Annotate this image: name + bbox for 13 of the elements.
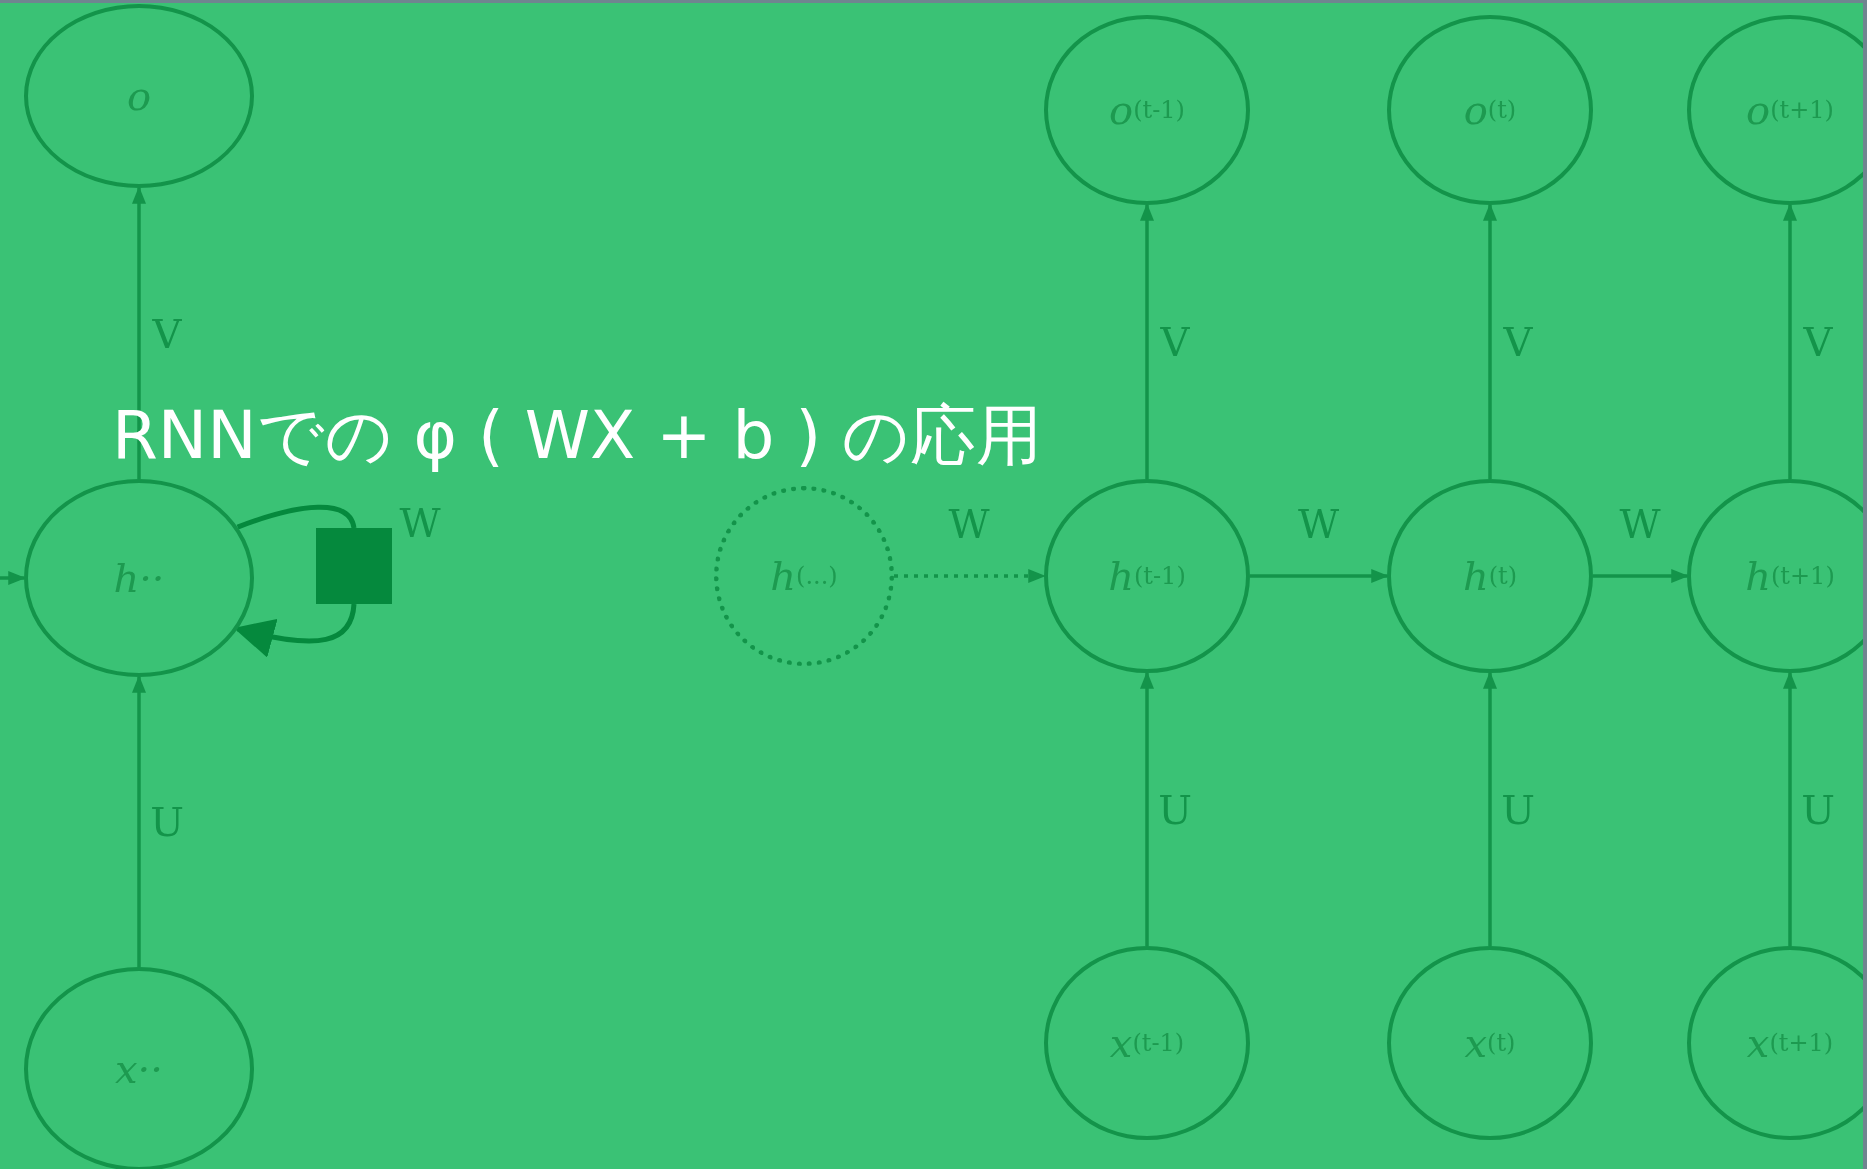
arrow: [894, 569, 1046, 583]
arrow: [1250, 569, 1389, 583]
arrow: [1483, 203, 1497, 479]
delay-square: [316, 528, 392, 604]
arrow: [1783, 203, 1797, 479]
arrow: [1783, 671, 1797, 946]
arrow: [1140, 671, 1154, 946]
arrow: [0, 571, 26, 585]
arrow: [1140, 203, 1154, 479]
arrow: [132, 186, 146, 479]
arrow: [1593, 569, 1689, 583]
arrow: [1483, 671, 1497, 946]
arrow: [132, 675, 146, 967]
